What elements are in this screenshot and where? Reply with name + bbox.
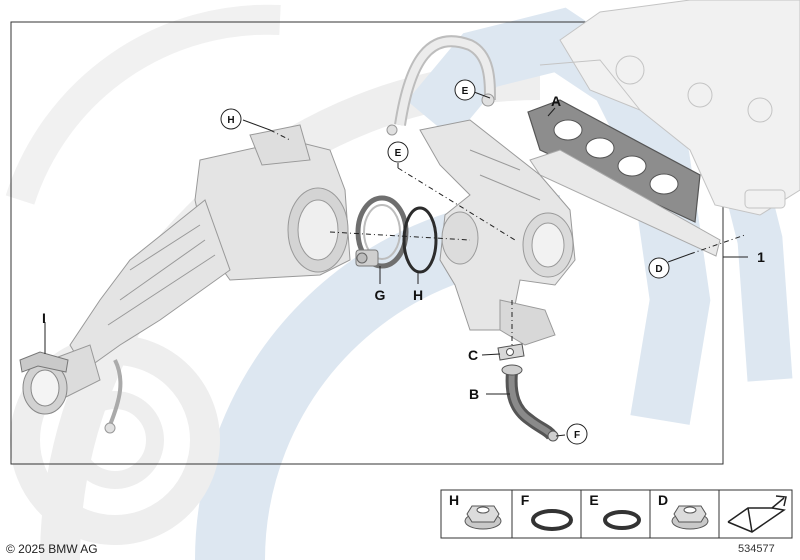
- legend-letter-f: F: [521, 492, 530, 508]
- assembly-arrow-icon: [727, 495, 787, 533]
- callout-h-top-label: H: [227, 115, 234, 126]
- legend-letter-e: E: [589, 492, 598, 508]
- exhaust-outlet-clamp: [19, 344, 101, 415]
- callout-h-ring: H: [413, 287, 423, 303]
- callout-h-top: H: [220, 108, 242, 130]
- v-band-clamp: [355, 195, 409, 269]
- flange-gasket: [497, 343, 525, 361]
- sealing-ring: [402, 206, 438, 274]
- callout-f-label: F: [574, 430, 580, 441]
- callout-a: A: [551, 93, 561, 109]
- legend-letter-h: H: [449, 492, 459, 508]
- callout-1: 1: [757, 249, 765, 265]
- flange-nut-icon: [671, 505, 709, 530]
- document-number: 534577: [738, 543, 775, 555]
- turbocharger: [419, 119, 576, 346]
- callout-e-mid: E: [387, 141, 409, 163]
- callout-d: D: [648, 257, 670, 279]
- callout-e-top-label: E: [462, 86, 469, 97]
- coolant-pipe: [386, 35, 496, 136]
- callout-i: I: [42, 310, 46, 326]
- callout-c: C: [468, 347, 478, 363]
- flange-nut-icon: [464, 505, 502, 530]
- heat-shield-strip: [529, 149, 721, 257]
- oil-return-pipe: [501, 364, 559, 442]
- legend-letter-d: D: [658, 492, 668, 508]
- callout-e-mid-label: E: [395, 148, 402, 159]
- callout-g: G: [375, 287, 386, 303]
- copyright-text: © 2025 BMW AG: [6, 542, 98, 556]
- callout-b: B: [469, 386, 479, 402]
- callout-d-label: D: [655, 264, 662, 275]
- catalytic-converter: [69, 124, 351, 434]
- seal-ring-icon: [531, 509, 573, 531]
- callout-f: F: [566, 423, 588, 445]
- leader-lines: [44, 91, 748, 437]
- parts-legend: H F E D: [440, 489, 793, 539]
- manifold-gasket: [527, 99, 701, 223]
- seal-ring-icon: [603, 510, 641, 530]
- cylinder-head: [539, 0, 800, 216]
- diagram-frame: [10, 21, 724, 465]
- callout-e-top: E: [454, 79, 476, 101]
